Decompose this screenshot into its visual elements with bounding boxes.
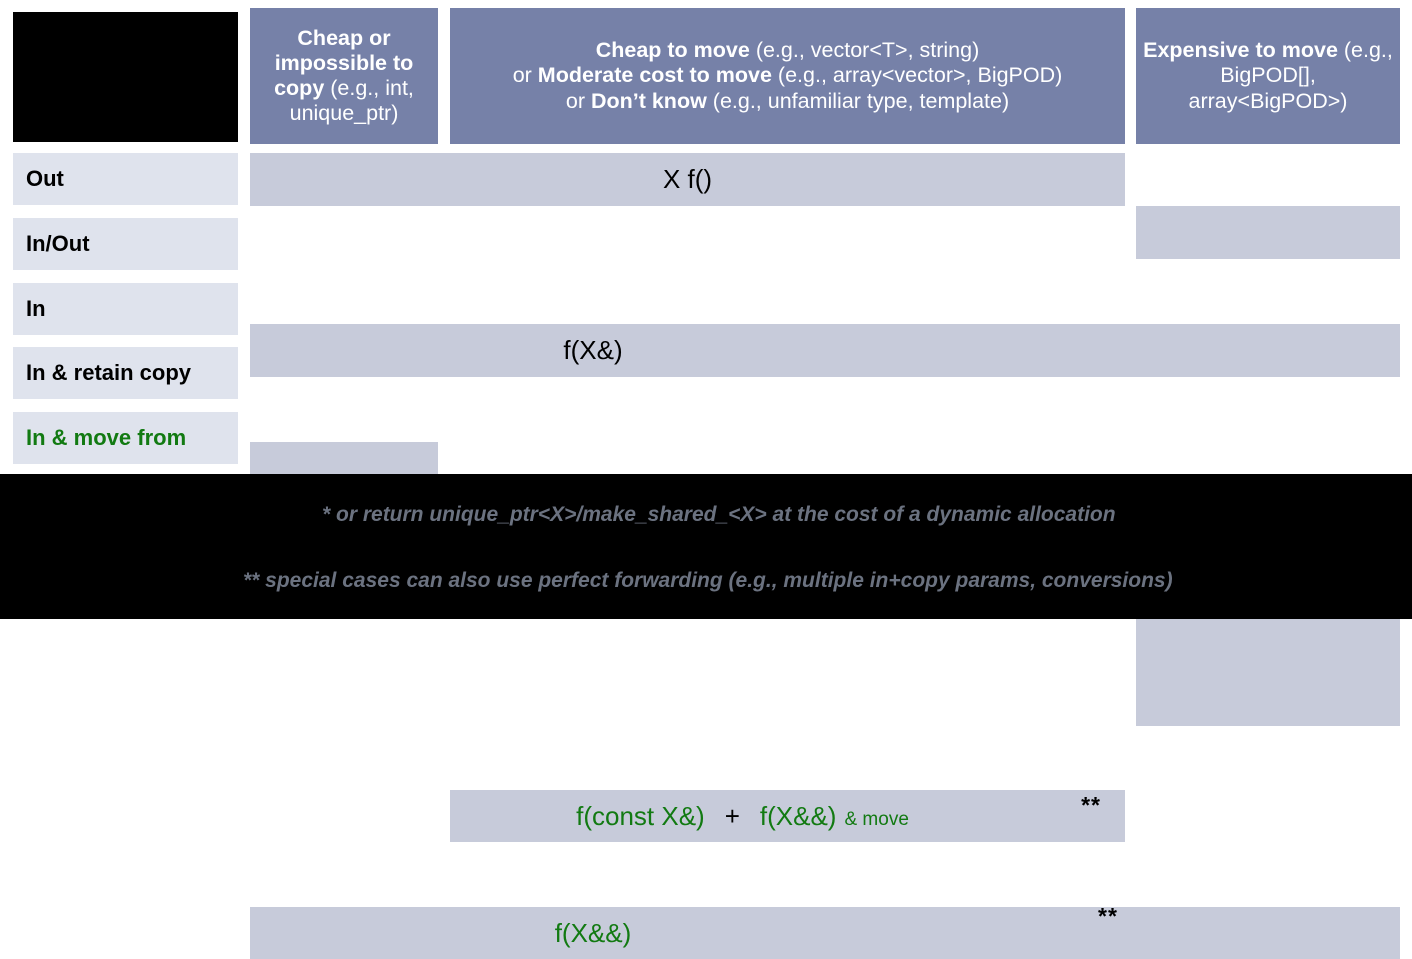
cell-in-move-from-text: f(X&&) xyxy=(554,917,632,948)
cell-in-retain-and-move: & move xyxy=(844,808,909,830)
cell-in-move-from-main: f(X&&) ** xyxy=(250,903,1400,959)
cell-in-retain-rvalue-ref: f(X&&) xyxy=(759,800,837,831)
cell-out-expensive xyxy=(1136,206,1400,259)
cell-in-retain-main: f(const X&) + f(X&&) & move ** xyxy=(450,790,1125,842)
footnotes-panel: * or return unique_ptr<X>/make_shared_<X… xyxy=(0,474,1412,619)
row-label-in: In xyxy=(13,283,238,335)
header-col-cheap-to-move: Cheap to move (e.g., vector<T>, string) … xyxy=(450,8,1125,144)
header-corner-cell xyxy=(13,12,238,142)
header-col3-rest: (e.g., BigPOD[], array<BigPOD>) xyxy=(1188,38,1393,113)
header-col-expensive-to-move: Expensive to move (e.g., BigPOD[], array… xyxy=(1136,8,1400,144)
row-label-in-move-from: In & move from xyxy=(13,412,238,464)
footnote-single-asterisk: * or return unique_ptr<X>/make_shared_<X… xyxy=(322,503,1116,526)
footnote-marker-double-asterisk-retain: ** xyxy=(1081,792,1101,818)
cell-inout-main: f(X&) xyxy=(250,324,1400,377)
cell-in-expensive xyxy=(1136,610,1400,726)
header-col2-line3-bold: Don’t know xyxy=(590,88,707,113)
header-col2-line2-rest: (e.g., array<vector>, BigPOD) xyxy=(771,63,1063,88)
cheatsheet-table: Cheap or impossible to copy (e.g., int, … xyxy=(0,8,1412,959)
header-col2-line1-bold: Cheap to move xyxy=(595,38,750,63)
footnote-double-asterisk: ** special cases can also use perfect fo… xyxy=(243,569,1173,592)
header-col1-rest: (e.g., int, unique_ptr) xyxy=(289,76,414,126)
header-col3-bold: Expensive to move xyxy=(1143,38,1338,63)
row-label-in-retain-copy-text: In & retain copy xyxy=(26,360,192,385)
row-label-in-out-text: In/Out xyxy=(26,231,90,256)
row-label-out-text: Out xyxy=(26,166,64,191)
row-label-in-text: In xyxy=(26,296,46,321)
cell-out-main: X f() xyxy=(250,153,1125,206)
cell-inout-main-text: f(X&) xyxy=(563,335,623,365)
header-col2-line3-prefix: or xyxy=(565,88,591,113)
footnote-marker-double-asterisk-movefrom: ** xyxy=(1098,903,1118,929)
cell-in-retain-const-ref: f(const X&) xyxy=(576,800,705,831)
row-label-out: Out xyxy=(13,153,238,205)
header-col2-line3-rest: (e.g., unfamiliar type, template) xyxy=(706,88,1010,113)
header-col2-line2-prefix: or xyxy=(512,63,538,88)
row-label-in-retain-copy: In & retain copy xyxy=(13,347,238,399)
row-label-in-out: In/Out xyxy=(13,218,238,270)
header-col2-line2-bold: Moderate cost to move xyxy=(537,63,772,88)
row-label-in-move-from-text: In & move from xyxy=(26,425,187,450)
header-col-cheap-or-impossible-to-copy: Cheap or impossible to copy (e.g., int, … xyxy=(250,8,438,144)
header-col2-line1-rest: (e.g., vector<T>, string) xyxy=(749,38,980,63)
header-col1-bold: Cheap or impossible to copy xyxy=(274,25,414,100)
cell-in-retain-plus: + xyxy=(724,800,740,831)
cell-out-main-text: X f() xyxy=(662,164,713,194)
